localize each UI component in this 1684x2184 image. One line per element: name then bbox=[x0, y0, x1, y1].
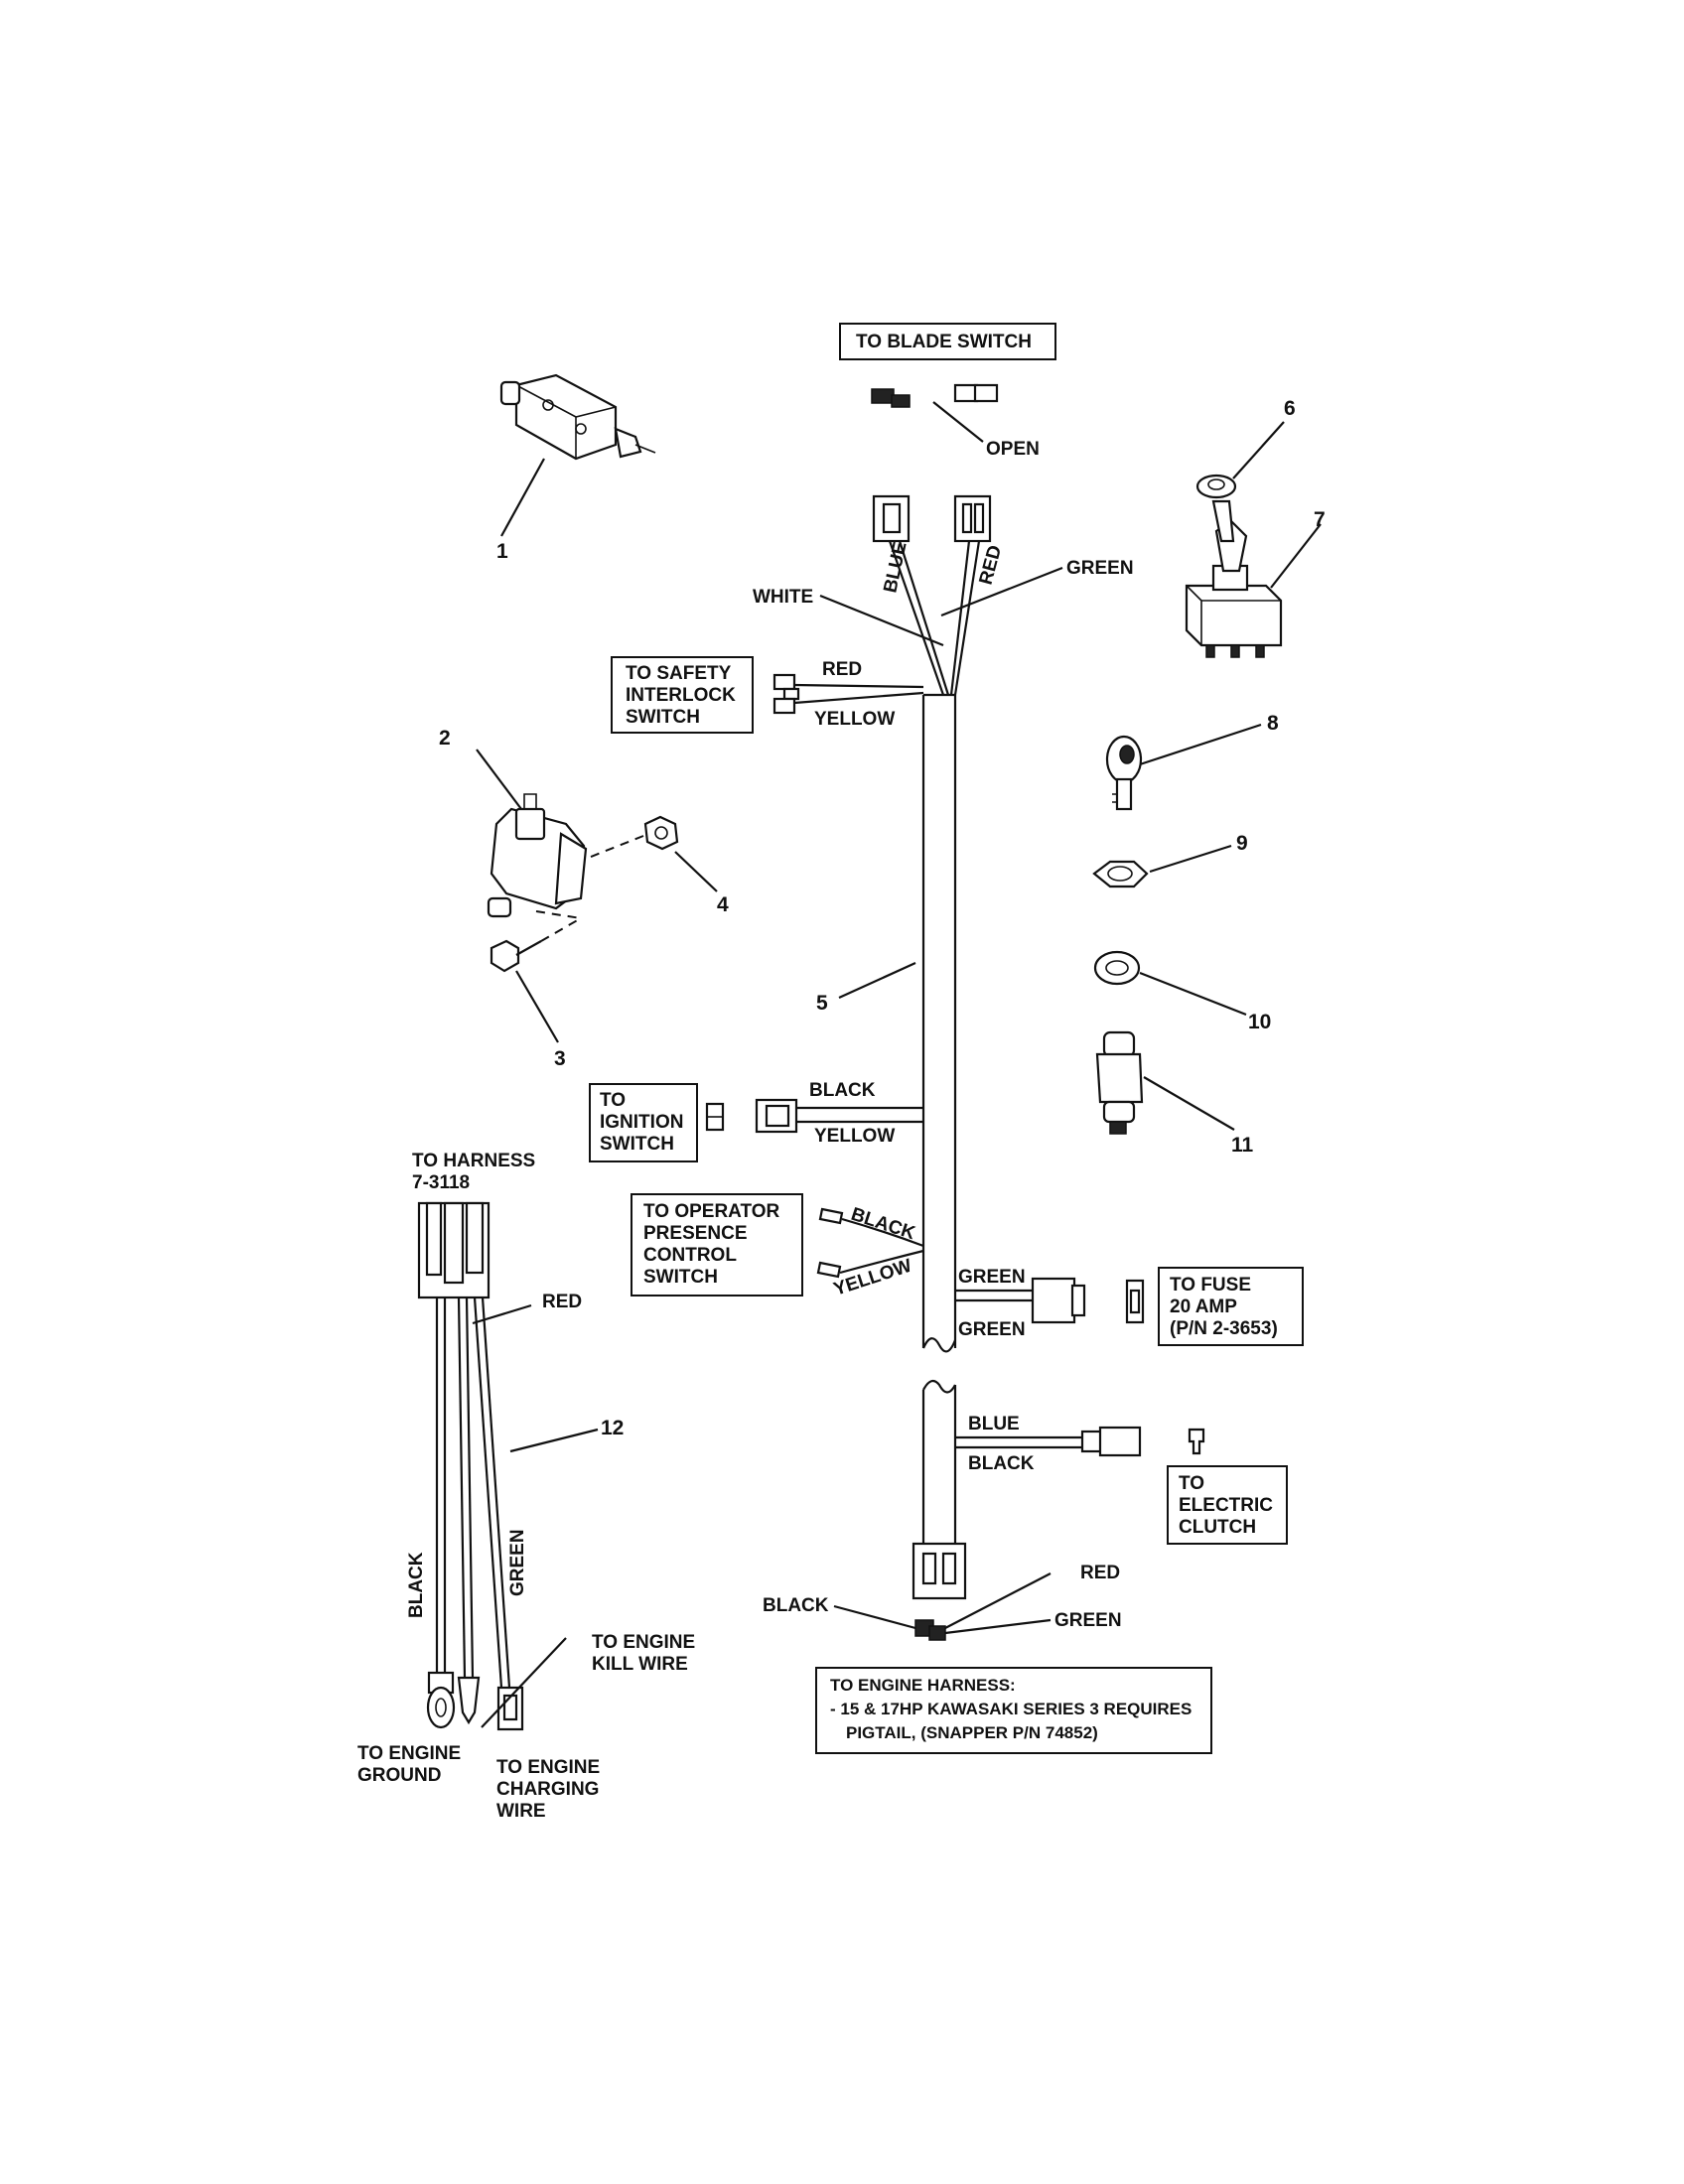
clutch-connector bbox=[955, 1426, 1205, 1457]
callout-2: 2 bbox=[439, 727, 451, 750]
part-10-washer bbox=[1093, 950, 1247, 1017]
op-yellow-label: YELLOW bbox=[831, 1256, 914, 1300]
fuse-line1: TO FUSE bbox=[1170, 1275, 1251, 1296]
blade-switch-connectors bbox=[871, 383, 999, 443]
white-leader bbox=[819, 594, 944, 647]
white-label: WHITE bbox=[753, 587, 813, 608]
main-harness bbox=[872, 494, 992, 1600]
clutch-line3: CLUTCH bbox=[1179, 1517, 1256, 1538]
svg-text:GREEN: GREEN bbox=[507, 1529, 528, 1596]
clutch-black-label: BLACK bbox=[968, 1453, 1035, 1474]
part-3-screw bbox=[490, 910, 582, 1043]
safety-interlock-box bbox=[611, 656, 754, 734]
part-9-nut bbox=[1092, 844, 1232, 888]
fuse-green1-label: GREEN bbox=[958, 1267, 1026, 1288]
ground-line1: TO ENGINE bbox=[357, 1743, 461, 1764]
clutch-line1: TO bbox=[1179, 1473, 1204, 1494]
kill-line1: TO ENGINE bbox=[592, 1632, 695, 1653]
red-wire-label: RED bbox=[976, 543, 1007, 587]
svg-text:YELLOW: YELLOW bbox=[831, 1256, 914, 1300]
clutch-blue-label: BLUE bbox=[968, 1414, 1020, 1434]
charge-line1: TO ENGINE bbox=[496, 1757, 600, 1778]
callout-12: 12 bbox=[601, 1417, 624, 1439]
kill-line2: KILL WIRE bbox=[592, 1654, 688, 1675]
op-line1: TO OPERATOR bbox=[643, 1201, 780, 1222]
part-6-nut bbox=[1195, 421, 1285, 499]
op-line4: SWITCH bbox=[643, 1267, 718, 1288]
eng-black-label: BLACK bbox=[763, 1595, 829, 1616]
fuse-connector bbox=[955, 1277, 1145, 1324]
callout-5-leader bbox=[838, 961, 916, 1000]
callout-3: 3 bbox=[554, 1047, 566, 1070]
callout-6: 6 bbox=[1284, 397, 1296, 420]
svg-text:BLACK: BLACK bbox=[848, 1204, 917, 1245]
pig-black-label: BLACK bbox=[406, 1552, 427, 1618]
green-label: GREEN bbox=[1066, 558, 1134, 579]
ign-line3: SWITCH bbox=[600, 1134, 674, 1155]
fuse-line2: 20 AMP bbox=[1170, 1297, 1237, 1317]
safety-line1: TO SAFETY bbox=[626, 663, 732, 684]
clutch-box bbox=[1167, 1465, 1288, 1545]
operator-connectors bbox=[816, 1207, 924, 1279]
op-black-label: BLACK bbox=[848, 1204, 917, 1245]
callout-7: 7 bbox=[1314, 508, 1326, 531]
eng-red-label: RED bbox=[1080, 1563, 1120, 1583]
ign-line1: TO bbox=[600, 1090, 626, 1111]
part-8-key bbox=[1105, 723, 1262, 811]
callout-11: 11 bbox=[1231, 1134, 1254, 1157]
pig-green-label: GREEN bbox=[507, 1529, 528, 1596]
callout-8: 8 bbox=[1267, 712, 1279, 735]
clutch-line2: ELECTRIC bbox=[1179, 1495, 1273, 1516]
eng-note1: TO ENGINE HARNESS: bbox=[830, 1676, 1016, 1695]
svg-text:RED: RED bbox=[976, 543, 1007, 587]
ign-black-label: BLACK bbox=[809, 1080, 876, 1101]
ground-line2: GROUND bbox=[357, 1765, 441, 1786]
engine-harness-note-box bbox=[815, 1667, 1212, 1754]
engine-harness-connector bbox=[833, 1572, 1052, 1641]
pig-red-label: RED bbox=[542, 1292, 582, 1312]
part-12-pigtail bbox=[417, 1201, 599, 1731]
callout-10: 10 bbox=[1248, 1011, 1271, 1033]
ignition-box bbox=[589, 1083, 698, 1162]
charge-line3: WIRE bbox=[496, 1801, 546, 1822]
eng-note2: - 15 & 17HP KAWASAKI SERIES 3 REQUIRES bbox=[830, 1700, 1192, 1718]
blade-switch-label: TO BLADE SWITCH bbox=[856, 332, 1032, 352]
op-line2: PRESENCE bbox=[643, 1223, 748, 1244]
safety-line3: SWITCH bbox=[626, 707, 700, 728]
callout-5: 5 bbox=[816, 992, 828, 1015]
fuse-box bbox=[1158, 1267, 1304, 1346]
operator-presence-box bbox=[631, 1193, 803, 1297]
open-label: OPEN bbox=[986, 439, 1040, 460]
fuse-green2-label: GREEN bbox=[958, 1319, 1026, 1340]
callout-1: 1 bbox=[496, 540, 508, 563]
part-1-switch bbox=[499, 373, 656, 537]
harness-line2: 7-3118 bbox=[412, 1172, 470, 1193]
blade-switch-box bbox=[839, 323, 1056, 360]
eng-green-label: GREEN bbox=[1054, 1610, 1122, 1631]
svg-text:BLACK: BLACK bbox=[406, 1552, 427, 1618]
part-2-switch bbox=[476, 749, 588, 918]
harness-line1: TO HARNESS bbox=[412, 1151, 535, 1171]
part-4-nut bbox=[585, 815, 718, 892]
green-leader bbox=[940, 566, 1063, 617]
ignition-connector bbox=[705, 1098, 923, 1134]
callout-4: 4 bbox=[717, 893, 729, 916]
safety-connector bbox=[772, 673, 924, 715]
eng-note3: PIGTAIL, (SNAPPER P/N 74852) bbox=[846, 1723, 1098, 1742]
safety-red-label: RED bbox=[822, 659, 862, 680]
part-7-toggle-switch bbox=[1185, 499, 1322, 658]
charge-line2: CHARGING bbox=[496, 1779, 599, 1800]
safety-yellow-label: YELLOW bbox=[814, 709, 895, 730]
part-11-plunger-switch bbox=[1095, 1030, 1235, 1135]
ign-yellow-label: YELLOW bbox=[814, 1126, 895, 1147]
ign-line2: IGNITION bbox=[600, 1112, 683, 1133]
op-line3: CONTROL bbox=[643, 1245, 737, 1266]
callout-9: 9 bbox=[1236, 832, 1248, 855]
safety-line2: INTERLOCK bbox=[626, 685, 736, 706]
fuse-line3: (P/N 2-3653) bbox=[1170, 1318, 1278, 1339]
